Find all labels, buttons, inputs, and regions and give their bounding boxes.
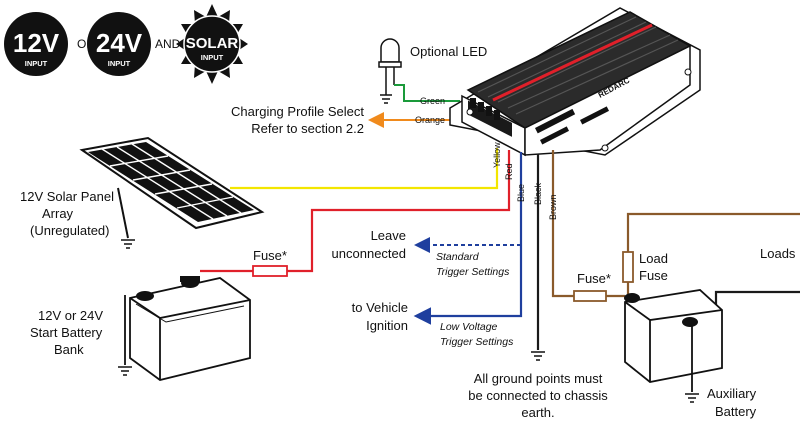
orange-wire-label: Orange — [415, 115, 445, 125]
load-fuse-line1: Load — [639, 251, 668, 266]
start-battery-line3: Bank — [54, 342, 84, 357]
fuse-left — [252, 265, 288, 277]
auxiliary-battery — [624, 289, 723, 383]
ground-note-line3: earth. — [521, 405, 554, 420]
standard-line2: Trigger Settings — [436, 266, 510, 278]
input-badge-solar: SOLAR INPUT — [176, 4, 248, 84]
dc-charger-device: REDARC — [449, 7, 701, 157]
badge-solar-input: INPUT — [201, 53, 224, 62]
standard-line1: Standard — [436, 251, 480, 263]
ground-icon-solar — [121, 239, 135, 249]
led-icon — [378, 38, 402, 95]
fuse-right-label: Fuse* — [577, 271, 611, 286]
green-wire-label: Green — [420, 96, 445, 106]
blue-wire — [413, 152, 523, 325]
ignition-line2: Ignition — [366, 318, 408, 333]
ground-icon-start-battery — [118, 366, 132, 376]
solar-panel-line2: Array — [42, 206, 74, 221]
ground-note-line2: be connected to chassis — [468, 388, 608, 403]
badge-24v-text: 24V — [96, 28, 143, 58]
lowv-line2: Trigger Settings — [440, 336, 514, 348]
start-battery-line1: 12V or 24V — [38, 308, 103, 323]
fuse-left-label: Fuse* — [253, 248, 287, 263]
yellow-wire-label: Yellow — [492, 142, 502, 168]
yellow-wire — [230, 148, 499, 190]
red-wire-label: Red — [504, 163, 514, 180]
black-wire-label: Black — [533, 182, 543, 205]
ground-icon-led — [380, 94, 392, 104]
ground-icon-aux-battery — [685, 393, 699, 403]
aux-battery-line2: Battery — [715, 404, 757, 419]
badge-and-text: AND — [155, 37, 181, 51]
ground-icon-center — [531, 351, 545, 361]
badge-24v-input: INPUT — [108, 59, 131, 68]
leave-line2: unconnected — [332, 246, 406, 261]
optional-led-label: Optional LED — [410, 44, 487, 59]
blue-wire-label: Blue — [516, 184, 526, 202]
loads-label: Loads — [760, 246, 796, 261]
fuse-right — [573, 290, 607, 302]
load-fuse — [622, 251, 634, 283]
badge-12v-text: 12V — [13, 28, 60, 58]
aux-battery-line1: Auxiliary — [707, 386, 757, 401]
solar-panel — [79, 136, 265, 239]
ground-note-line1: All ground points must — [474, 371, 603, 386]
charging-profile-line1: Charging Profile Select — [231, 104, 364, 119]
ignition-line1: to Vehicle — [352, 300, 408, 315]
charging-profile-line2: Refer to section 2.2 — [251, 121, 364, 136]
solar-panel-line3: (Unregulated) — [30, 223, 110, 238]
load-fuse-line2: Fuse — [639, 268, 668, 283]
brown-wire-label: Brown — [548, 194, 558, 220]
input-badge-24v: 24V INPUT — [87, 12, 151, 76]
badge-solar-text: SOLAR — [186, 35, 239, 52]
start-battery-line2: Start Battery — [30, 325, 103, 340]
input-badge-12v: 12V INPUT — [4, 12, 68, 76]
lowv-line1: Low Voltage — [440, 321, 498, 333]
leave-line1: Leave — [371, 228, 406, 243]
load-wire-black — [714, 290, 800, 318]
start-battery — [129, 276, 251, 381]
badge-12v-input: INPUT — [25, 59, 48, 68]
green-wire — [394, 84, 460, 102]
solar-panel-line1: 12V Solar Panel — [20, 189, 114, 204]
